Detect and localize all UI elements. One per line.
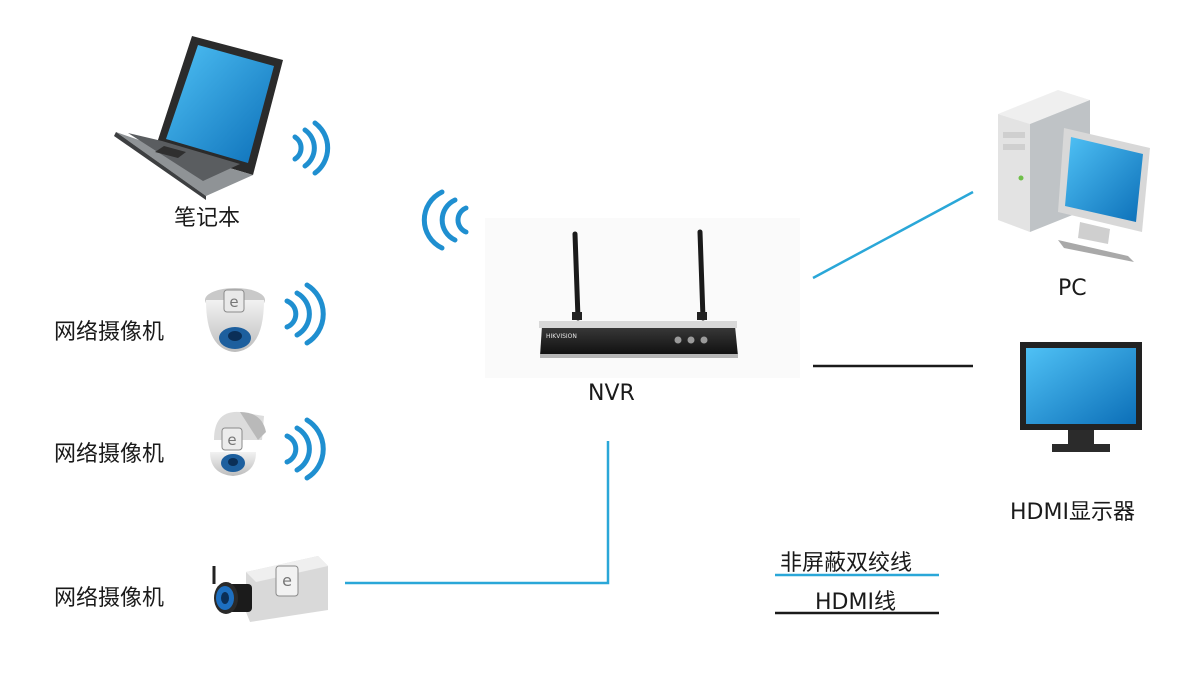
ptz-camera-label: 网络摄像机 <box>54 442 165 467</box>
dome-camera-label: 网络摄像机 <box>54 320 165 345</box>
box-camera-icon: e <box>212 556 328 622</box>
legend-hdmi-label: HDMI线 <box>815 590 896 615</box>
ptz-camera-icon: e <box>210 411 266 476</box>
svg-text:e: e <box>229 293 238 311</box>
nvr-device-icon <box>539 229 738 358</box>
wifi-signal-ptz-camera-icon <box>284 417 326 481</box>
utp-cable-pc <box>812 190 974 280</box>
box-camera-label: 网络摄像机 <box>54 586 165 611</box>
dome-camera-icon: e <box>205 288 265 352</box>
wifi-signal-dome-camera-icon <box>284 282 326 346</box>
utp-cable-camera <box>345 441 610 585</box>
monitor-icon <box>1020 342 1142 452</box>
laptop-label: 笔记本 <box>174 206 241 231</box>
wifi-signal-nvr-icon <box>421 189 469 251</box>
pc-icon <box>998 90 1150 262</box>
svg-text:e: e <box>282 571 292 590</box>
svg-text:e: e <box>227 431 236 449</box>
monitor-label: HDMI显示器 <box>1010 500 1135 525</box>
nvr-brand-logo: HIKVISION <box>546 333 577 340</box>
legend-utp-label: 非屏蔽双绞线 <box>780 551 913 576</box>
nvr-label: NVR <box>588 381 635 406</box>
laptop-icon <box>114 36 283 200</box>
pc-label: PC <box>1058 276 1087 301</box>
wifi-signal-laptop-icon <box>292 120 331 176</box>
